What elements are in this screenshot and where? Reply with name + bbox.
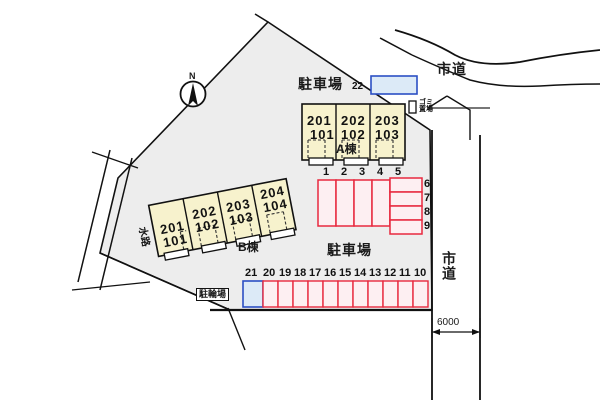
parking-number-15: 15: [339, 267, 352, 279]
parking-number-12: 12: [384, 267, 397, 279]
unit-a-1-upper: 201: [307, 113, 332, 128]
parking-number-5: 5: [395, 166, 402, 178]
parking-top-label: 駐車場: [298, 76, 343, 92]
parking-number-6: 6: [424, 178, 431, 190]
waterway-outer-edge: [77, 149, 111, 283]
waterway-inner-edge: [99, 157, 133, 291]
building-a-dashed-1: [307, 139, 326, 160]
building-a-entry-3: [378, 157, 404, 166]
building-a-dashed-2: [341, 139, 360, 160]
parking-space-9[interactable]: [389, 219, 423, 235]
road-side-corner: [427, 95, 471, 140]
building-b-entry-4: [269, 227, 296, 241]
road-top-curve-inner: [411, 54, 600, 88]
building-b: [147, 177, 297, 261]
parking-number-20: 20: [263, 267, 276, 279]
building-b-entry-2: [200, 240, 228, 254]
unit-a-2-upper: 202: [341, 113, 366, 128]
parking-space-18[interactable]: [292, 280, 309, 308]
parking-space-3[interactable]: [353, 179, 373, 227]
parking-number-17: 17: [309, 267, 322, 279]
dimension-6000-label: 6000: [437, 317, 460, 328]
parking-space-14[interactable]: [352, 280, 369, 308]
unit-a-2-lower: 102: [341, 127, 366, 142]
building-b-divider-1: [182, 198, 194, 250]
parcel-edge-top-left: [254, 13, 269, 23]
unit-a-1-lower: 101: [310, 127, 335, 142]
parking-space-7[interactable]: [389, 191, 423, 207]
north-label: N: [189, 71, 196, 81]
parking-space-2[interactable]: [335, 179, 355, 227]
parking-number-11: 11: [399, 267, 411, 279]
parking-number-21: 21: [245, 267, 258, 279]
parking-space-1[interactable]: [317, 179, 337, 227]
garbage-area-box: [408, 100, 417, 114]
parking-number-9: 9: [424, 220, 431, 232]
building-b-dashed-4: [266, 211, 288, 235]
parking-number-8: 8: [424, 206, 431, 218]
north-arrow-icon: [179, 80, 207, 108]
building-a-entry-1: [308, 157, 334, 166]
road-top-label: 市道: [437, 61, 467, 77]
building-a-entry-2: [343, 157, 369, 166]
waterway-cross-top: [91, 151, 139, 169]
parking-space-22-number: 22: [352, 81, 364, 92]
parking-space-4[interactable]: [371, 179, 391, 227]
building-b-dashed-1: [179, 230, 187, 252]
parking-number-2: 2: [341, 166, 348, 178]
parking-number-3: 3: [359, 166, 366, 178]
parking-block-right: [389, 177, 423, 235]
building-b-dashed-2: [197, 224, 220, 249]
unit-a-3-lower: 103: [375, 127, 400, 142]
parking-space-22[interactable]: [370, 75, 418, 95]
parking-space-21[interactable]: [242, 280, 264, 308]
parking-number-10: 10: [414, 267, 427, 279]
building-a-name: A棟: [336, 142, 357, 156]
building-b-dashed-3: [231, 217, 254, 242]
road-top-curve-outer: [394, 29, 600, 65]
bicycle-parking-label: 駐輪場: [196, 288, 230, 301]
parking-block-bottom: [242, 280, 429, 308]
building-a: [301, 103, 406, 166]
parking-space-15[interactable]: [337, 280, 354, 308]
building-a-dashed-3: [375, 139, 394, 160]
parking-number-16: 16: [324, 267, 337, 279]
parking-space-17[interactable]: [307, 280, 324, 308]
road-right-label: 市道: [441, 251, 457, 281]
parking-number-13: 13: [369, 267, 382, 279]
parking-space-16[interactable]: [322, 280, 339, 308]
building-b-name: B棟: [238, 240, 259, 254]
dimension-6000: [431, 318, 481, 338]
garbage-area-label: ゴミ置場: [419, 99, 433, 113]
parking-space-19[interactable]: [277, 280, 294, 308]
waterway-cross-bottom: [71, 281, 151, 291]
parking-number-19: 19: [279, 267, 292, 279]
parking-number-1: 1: [323, 166, 330, 178]
parking-number-7: 7: [424, 192, 431, 204]
building-b-entry-1: [163, 247, 190, 261]
unit-a-3-upper: 203: [375, 113, 400, 128]
parking-space-12[interactable]: [382, 280, 399, 308]
parking-space-13[interactable]: [367, 280, 384, 308]
building-b-divider-2: [216, 191, 228, 244]
parking-space-11[interactable]: [397, 280, 414, 308]
parking-number-18: 18: [294, 267, 307, 279]
road-upper-left-edge: [379, 37, 413, 56]
parcel-lower-diagonal: [227, 307, 246, 351]
parking-space-10[interactable]: [412, 280, 429, 308]
parking-space-8[interactable]: [389, 205, 423, 221]
parking-space-20[interactable]: [262, 280, 279, 308]
parking-number-14: 14: [354, 267, 367, 279]
parking-space-6[interactable]: [389, 177, 423, 193]
parking-center-label: 駐車場: [327, 242, 372, 258]
building-b-divider-3: [251, 185, 263, 237]
parking-number-4: 4: [377, 166, 384, 178]
building-b-entry-3: [234, 234, 262, 247]
